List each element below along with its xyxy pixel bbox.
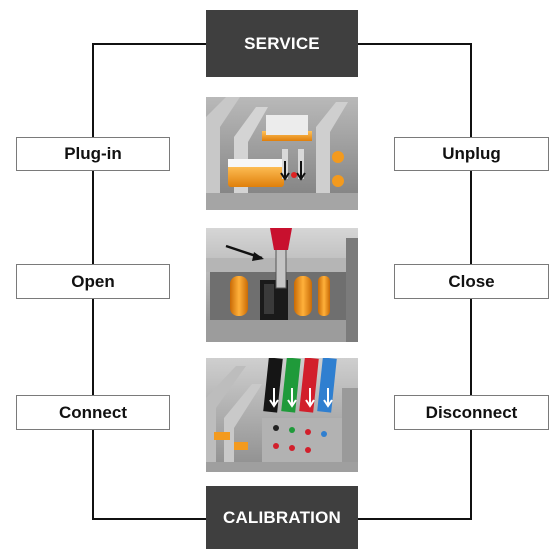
close-label: Close xyxy=(394,264,549,299)
service-header: SERVICE xyxy=(206,10,358,77)
open-label: Open xyxy=(16,264,170,299)
open-close-terminal-photo xyxy=(206,228,358,342)
unplug-label: Unplug xyxy=(394,137,549,171)
disconnect-label: Disconnect xyxy=(394,395,549,430)
plug-in-terminal-photo xyxy=(206,97,358,210)
plug-in-label: Plug-in xyxy=(16,137,170,171)
connect-label: Connect xyxy=(16,395,170,430)
calibration-header: CALIBRATION xyxy=(206,486,358,549)
test-probe-connection-photo xyxy=(206,358,358,472)
